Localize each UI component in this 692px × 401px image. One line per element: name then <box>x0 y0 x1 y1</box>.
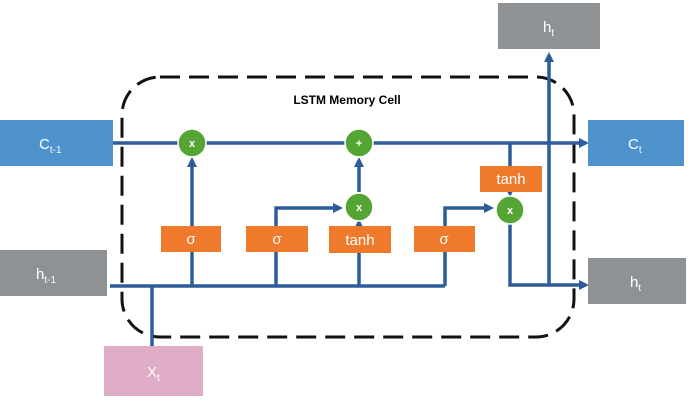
ct-label: C <box>628 136 639 153</box>
candidate-gate-label: tanh <box>345 232 374 249</box>
c-prev-box: Ct-1 <box>0 120 113 166</box>
cell-add-node: + <box>344 128 374 158</box>
output-to-ht-right <box>508 224 589 290</box>
svg-text:ht: ht <box>543 19 554 39</box>
diagram-title: LSTM Memory Cell <box>293 93 400 107</box>
xt-subscript: t <box>157 373 160 384</box>
ht-top-subscript: t <box>551 28 554 39</box>
output-multiply-node: x <box>495 195 525 225</box>
h-prev-box: ht-1 <box>0 250 107 296</box>
ht-right-label: h <box>630 274 638 291</box>
forget-gate: σ <box>161 226 221 252</box>
h-prev-subscript: t-1 <box>44 275 56 286</box>
xt-label: X <box>147 364 157 381</box>
xt-box: Xt <box>104 346 203 396</box>
memory-cell-border <box>120 75 576 339</box>
svg-text:ht: ht <box>630 274 641 294</box>
candidate-gate: tanh <box>329 226 391 253</box>
ct-subscript: t <box>639 145 642 156</box>
cell-tanh-gate: tanh <box>480 166 542 192</box>
svg-text:Ct-1: Ct-1 <box>39 136 62 156</box>
output-gate-label: σ <box>439 231 449 248</box>
ct-box: Ct <box>588 120 684 166</box>
svg-text:Ct: Ct <box>628 136 642 156</box>
output-multiply-label: x <box>507 205 514 217</box>
ht-right-box: ht <box>588 258 686 304</box>
cell-tanh-label: tanh <box>496 171 525 188</box>
forget-gate-label: σ <box>186 231 196 248</box>
output-gate: σ <box>414 226 475 252</box>
forget-multiply-node: x <box>177 128 207 158</box>
output-gate-output <box>443 203 494 227</box>
input-gate: σ <box>246 226 308 252</box>
input-gate-label: σ <box>272 231 282 248</box>
svg-text:ht-1: ht-1 <box>36 266 56 286</box>
input-multiply-node: x <box>344 192 374 222</box>
c-prev-subscript: t-1 <box>50 145 62 156</box>
input-multiply-label: x <box>356 202 363 214</box>
c-prev-label: C <box>39 136 50 153</box>
svg-text:Xt: Xt <box>147 364 160 384</box>
ht-top-label: h <box>543 19 551 36</box>
ht-top-box: ht <box>498 3 600 49</box>
cell-add-label: + <box>356 138 362 150</box>
input-gate-output <box>274 203 343 227</box>
h-prev-label: h <box>36 266 44 283</box>
forget-multiply-label: x <box>189 138 196 150</box>
ht-right-subscript: t <box>638 283 641 294</box>
